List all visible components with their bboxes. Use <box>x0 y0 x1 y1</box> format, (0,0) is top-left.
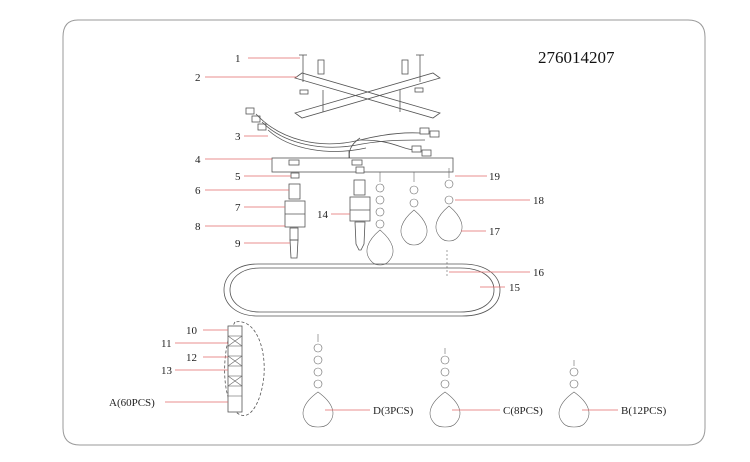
callout-12: 12 <box>186 352 197 364</box>
spare-crystal-c <box>429 348 461 428</box>
product-code: 276014207 <box>538 48 615 67</box>
callout-4: 4 <box>195 154 201 166</box>
crystal-strand-1 <box>366 172 394 266</box>
callout-1: 1 <box>235 53 241 65</box>
callout-15: 15 <box>509 282 521 294</box>
callout-3: 3 <box>235 131 241 143</box>
crystal-strand-2 <box>400 172 428 246</box>
oval-ring-frame <box>223 263 501 317</box>
crystal-chain-column <box>224 321 265 416</box>
spare-label-b: B(12PCS) <box>621 405 667 417</box>
spare-labels: A(60PCS) D(3PCS) C(8PCS) B(12PCS) <box>109 397 667 417</box>
callout-16: 16 <box>533 267 545 279</box>
spare-label-a: A(60PCS) <box>109 397 155 409</box>
socket-assembly-left <box>284 172 306 259</box>
leader-lines <box>165 57 618 411</box>
callout-19: 19 <box>489 171 501 183</box>
diagram-frame <box>62 19 706 446</box>
spare-label-d: D(3PCS) <box>373 405 414 417</box>
mounting-screws <box>299 54 424 112</box>
callout-8: 8 <box>195 221 201 233</box>
callout-17: 17 <box>489 226 501 238</box>
callout-14: 14 <box>317 209 329 221</box>
callout-9: 9 <box>235 238 241 250</box>
spare-label-c: C(8PCS) <box>503 405 543 417</box>
callout-7: 7 <box>235 202 241 214</box>
callout-5: 5 <box>235 171 241 183</box>
cross-bracket <box>294 72 441 119</box>
callout-11: 11 <box>161 338 172 350</box>
callout-18: 18 <box>533 195 545 207</box>
spare-crystal-d <box>302 334 334 428</box>
ceiling-plate <box>271 151 454 173</box>
wiring-harness <box>245 107 440 161</box>
socket-assembly-center <box>349 166 371 251</box>
callout-6: 6 <box>195 185 201 197</box>
callout-2: 2 <box>195 72 201 84</box>
callout-numbers: 1 2 3 4 5 6 7 8 9 10 11 12 13 14 15 16 1… <box>161 53 545 377</box>
crystal-strand-3 <box>435 168 463 242</box>
callout-10: 10 <box>186 325 198 337</box>
spare-crystal-b <box>558 360 590 428</box>
callout-13: 13 <box>161 365 173 377</box>
